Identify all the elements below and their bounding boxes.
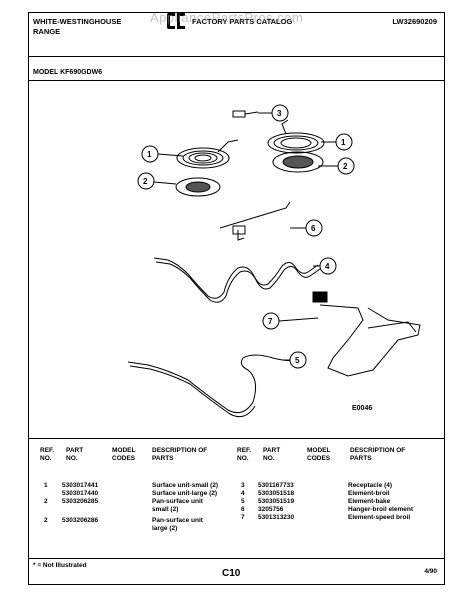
callout-label: 2 xyxy=(143,177,148,186)
brand-logo-icon xyxy=(167,13,185,29)
row-desc: Element-bake xyxy=(348,498,391,505)
pan-small-icon xyxy=(175,177,221,197)
surface-unit-small-icon xyxy=(176,139,239,169)
page-frame xyxy=(28,12,445,585)
callout-4 xyxy=(319,257,337,275)
footer-divider xyxy=(28,558,445,559)
footnote: * = Not Illustrated xyxy=(33,562,87,569)
callout-label: 4 xyxy=(325,262,330,271)
broil-element-icon xyxy=(153,257,319,299)
receptacle-icon xyxy=(232,110,259,118)
model-divider xyxy=(28,80,445,81)
row-ref: 3 xyxy=(241,482,245,489)
col-model-codes-right: MODEL CODES xyxy=(307,447,331,462)
col-part-no-right: PART NO. xyxy=(263,447,281,462)
pan-large-icon xyxy=(272,151,324,173)
callout-2-left xyxy=(137,172,155,190)
col-description: DESCRIPTION OF PARTS xyxy=(152,447,208,462)
callout-1-right xyxy=(335,133,353,151)
row-part: 5301167733 xyxy=(258,482,294,489)
revision-date: 4/90 xyxy=(424,568,437,575)
row-ref: 4 xyxy=(241,490,245,497)
callout-label: 5 xyxy=(295,356,300,365)
row-desc: Surface unit-large (2) xyxy=(152,490,218,497)
callout-label: 1 xyxy=(341,138,346,147)
row-part: 5303051519 xyxy=(258,498,295,505)
row-part: 5303017441 xyxy=(62,482,99,489)
callout-7 xyxy=(262,312,280,330)
row-ref: 2 xyxy=(44,517,48,524)
page-number: C10 xyxy=(222,568,241,579)
row-desc: Element-speed broil xyxy=(348,514,411,521)
watermark: AppliancePartsPros.com xyxy=(150,10,304,25)
row-desc: large (2) xyxy=(152,525,178,532)
model-line: MODEL KF690GDW6 xyxy=(33,69,103,76)
row-part: 5303206286 xyxy=(62,517,99,524)
callout-label: 6 xyxy=(311,224,316,233)
brand-line2: RANGE xyxy=(33,27,61,36)
row-desc: Pan-surface unit xyxy=(152,517,203,524)
callout-6 xyxy=(305,219,323,237)
brand-header: WHITE-WESTINGHOUSE RANGE xyxy=(33,17,121,37)
row-desc: Hanger-broil element xyxy=(348,506,414,513)
callout-label: 1 xyxy=(147,150,152,159)
header-divider xyxy=(28,56,445,57)
callout-label: 7 xyxy=(268,317,273,326)
table-divider xyxy=(28,438,445,439)
diagram-code: E0046 xyxy=(352,405,373,412)
row-part: 5303206285 xyxy=(62,498,99,505)
speed-broil-element-icon xyxy=(312,291,421,377)
row-desc: Element-broil xyxy=(348,490,390,497)
row-desc: small (2) xyxy=(152,506,179,513)
col-ref-no-right: REF. NO. xyxy=(237,447,252,462)
callout-3 xyxy=(271,104,289,122)
row-ref: 1 xyxy=(44,482,48,489)
surface-unit-large-icon xyxy=(267,119,325,154)
bake-element-icon xyxy=(127,354,299,414)
col-ref-no: REF. NO. xyxy=(40,447,55,462)
row-ref: 7 xyxy=(241,514,245,521)
brand-line1: WHITE-WESTINGHOUSE xyxy=(33,17,122,26)
row-ref: 5 xyxy=(241,498,245,505)
callout-label: 2 xyxy=(343,162,348,171)
row-ref: 2 xyxy=(44,498,48,505)
callout-1-left xyxy=(141,145,159,163)
callout-5 xyxy=(289,351,307,369)
exploded-parts-diagram: 1 1 2 2 3 4 5 6 7 xyxy=(127,104,421,418)
col-part-no: PART NO. xyxy=(66,447,84,462)
row-ref: 6 xyxy=(241,506,245,513)
callout-2-right xyxy=(337,157,355,175)
callout-label: 3 xyxy=(277,109,282,118)
catalog-title: FACTORY PARTS CATALOG xyxy=(192,17,293,26)
row-desc: Pan-surface unit xyxy=(152,498,203,505)
catalog-number: LW32690209 xyxy=(392,17,437,26)
row-part: 3205756 xyxy=(258,506,284,513)
hanger-icon xyxy=(219,201,291,241)
col-model-codes: MODEL CODES xyxy=(112,447,136,462)
row-part: 5303051518 xyxy=(258,490,295,497)
row-desc: Receptacle (4) xyxy=(348,482,393,489)
col-description-right: DESCRIPTION OF PARTS xyxy=(350,447,406,462)
row-part: 5301313230 xyxy=(258,514,295,521)
row-part: 5303017440 xyxy=(62,490,99,497)
row-desc: Surface unit-small (2) xyxy=(152,482,219,489)
